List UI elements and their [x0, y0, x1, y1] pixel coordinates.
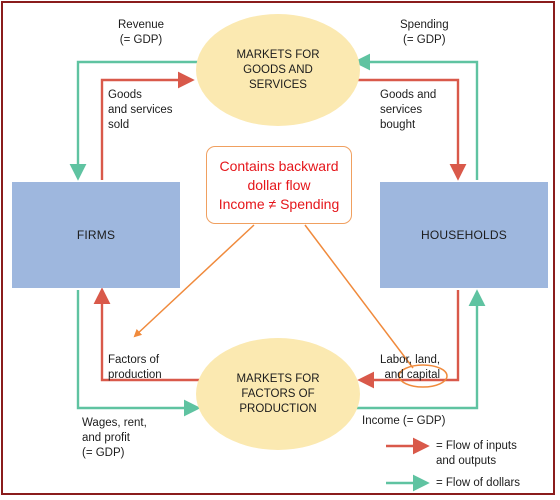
factors-to-firms-arrow [93, 287, 208, 382]
goods-sold-label: Goods and services sold [108, 89, 173, 131]
revenue-arrow [69, 60, 200, 181]
income-arrow [352, 289, 486, 410]
factors-of-production-label: Factors of production [108, 354, 162, 381]
wages-label: Wages, rent, and profit (= GDP) [82, 417, 147, 459]
households-box: HOUSEHOLDS [380, 182, 548, 288]
goods-bought-arrow [318, 78, 467, 181]
factors-supplied-arrow [357, 290, 460, 389]
capital-highlight [398, 364, 448, 388]
goods-market-label: MARKETS FOR GOODS AND SERVICES [236, 48, 320, 91]
goods-sold-arrow [100, 71, 195, 180]
firms-label: FIRMS [76, 228, 116, 242]
legend-inputs-outputs: = Flow of inputs and outputs [436, 440, 517, 467]
households-label: HOUSEHOLDS [420, 228, 508, 242]
capital-text: capital [406, 369, 441, 381]
revenue-label: Revenue (= GDP) [118, 19, 165, 46]
annotation-pointer-left [133, 224, 255, 338]
firms-box: FIRMS [12, 182, 180, 288]
income-label: Income (= GDP) [362, 415, 446, 427]
labor-land-text: Labor, land, and [380, 354, 441, 381]
spending-arrow [353, 53, 479, 180]
labor-land-capital-label: Labor, land, and capital [380, 353, 440, 383]
factor-market-oval: MARKETS FOR FACTORS OF PRODUCTION [196, 338, 360, 450]
goods-bought-label: Goods and services bought [380, 89, 437, 131]
legend-dollars: = Flow of dollars [436, 477, 521, 489]
wages-arrow [76, 290, 201, 417]
annotation-pointer-right [304, 224, 414, 369]
factor-market-label: MARKETS FOR FACTORS OF PRODUCTION [236, 372, 320, 415]
spending-label: Spending (= GDP) [400, 19, 449, 46]
goods-market-oval: MARKETS FOR GOODS AND SERVICES [196, 14, 360, 126]
backward-flow-callout: Contains backward dollar flow Income ≠ S… [206, 146, 352, 224]
